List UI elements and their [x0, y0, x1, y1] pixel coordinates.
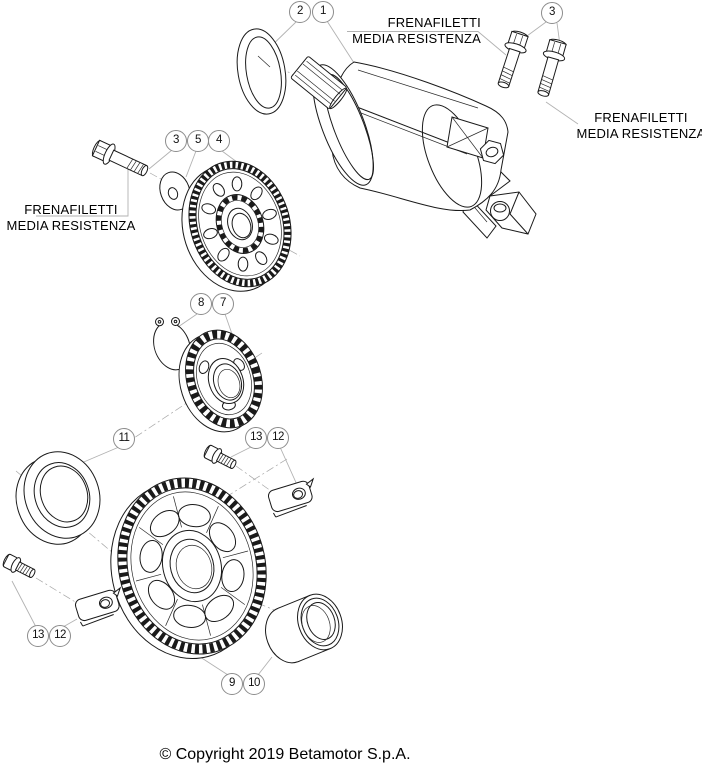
- part-7-idler-gear: [178, 329, 263, 433]
- note-line2: MEDIA RESISTENZA: [6, 218, 136, 233]
- gear9-spokes: [135, 496, 249, 636]
- callout-12-lower: 12: [49, 625, 71, 647]
- part-11-bearing-ring: [15, 451, 101, 545]
- note-line1: FRENAFILETTI: [387, 15, 481, 30]
- part-10-roller-bearing: [265, 593, 343, 664]
- callout-5: 5: [187, 130, 209, 152]
- gear9-lightening-holes: [139, 503, 245, 629]
- part-4-starter-driven-gear: [181, 160, 292, 292]
- callout-9: 9: [221, 673, 243, 695]
- part-1-starter-motor: [290, 56, 537, 239]
- callout-8: 8: [190, 293, 212, 315]
- part-3-flange-bolt-left: [89, 136, 152, 183]
- note-threadlocker-left: FRENAFILETTI MEDIA RESISTENZA: [1, 202, 141, 234]
- callout-2: 2: [289, 1, 311, 23]
- part-8-circlip: [153, 317, 191, 371]
- callout-3-top: 3: [541, 2, 563, 24]
- callout-11: 11: [113, 428, 135, 450]
- leader-lines: [11, 20, 579, 676]
- callout-1: 1: [312, 1, 334, 23]
- note-threadlocker-right: FRENAFILETTI MEDIA RESISTENZA: [571, 110, 702, 142]
- copyright-text: © Copyright 2019 Betamotor S.p.A.: [159, 746, 411, 763]
- part-3-flange-bolt-a: [491, 28, 532, 92]
- part-2-ring: [236, 28, 287, 115]
- note-threadlocker-top: FRENAFILETTI MEDIA RESISTENZA: [341, 15, 481, 47]
- callout-12-upper: 12: [267, 427, 289, 449]
- part-13-screw-lower: [0, 551, 39, 582]
- callout-13-upper: 13: [245, 427, 267, 449]
- part-5-washer: [159, 171, 191, 211]
- part-9-starter-clutch-gear: [110, 477, 267, 660]
- part-3-flange-bolt-b: [531, 36, 570, 100]
- callout-13-lower: 13: [27, 625, 49, 647]
- callout-7: 7: [212, 293, 234, 315]
- part-12-stopper-plate-upper: [266, 477, 322, 518]
- note-line2: MEDIA RESISTENZA: [576, 126, 702, 141]
- callout-3-left: 3: [165, 130, 187, 152]
- note-line1: FRENAFILETTI: [594, 110, 688, 125]
- callout-10: 10: [243, 673, 265, 695]
- callout-4: 4: [208, 130, 230, 152]
- gear4-bolt-holes: [201, 176, 279, 272]
- note-line1: FRENAFILETTI: [24, 202, 118, 217]
- part-13-screw-upper: [201, 442, 240, 473]
- note-line2: MEDIA RESISTENZA: [352, 31, 481, 46]
